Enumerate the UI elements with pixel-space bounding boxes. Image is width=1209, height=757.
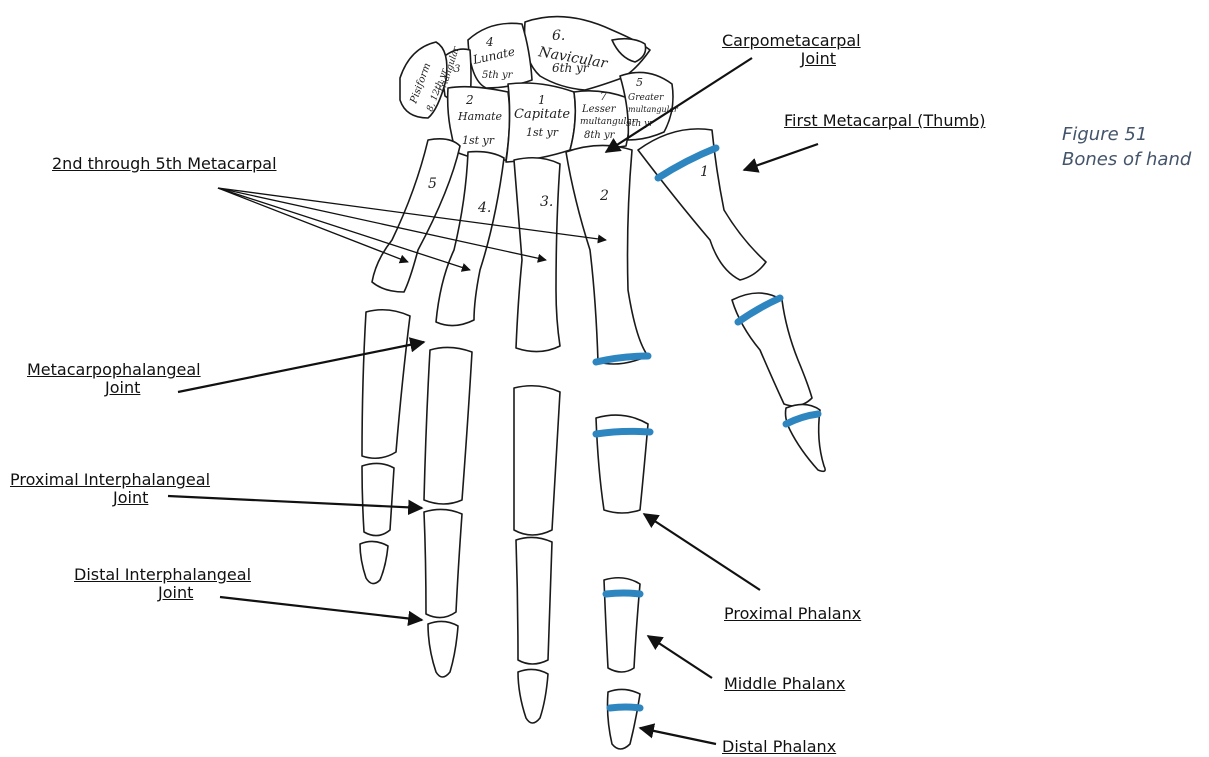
svg-text:6.: 6. xyxy=(552,28,565,44)
svg-text:1st yr: 1st yr xyxy=(526,126,559,139)
label-middle-phalanx: Middle Phalanx xyxy=(724,675,845,693)
distal-phalanx-2 xyxy=(608,689,641,749)
proximal-phalanx-4 xyxy=(424,347,472,504)
label-first-metacarpal: First Metacarpal (Thumb) xyxy=(784,112,985,130)
proximal-phalanx-3 xyxy=(514,386,560,535)
middle-phalanx-4 xyxy=(424,509,462,617)
svg-text:5: 5 xyxy=(428,176,437,192)
label-proximal-phalanx: Proximal Phalanx xyxy=(724,605,861,623)
growth-plate-2-middle xyxy=(606,593,640,594)
pointer-metacarpal-5 xyxy=(218,188,408,262)
svg-text:Lesser: Lesser xyxy=(581,104,617,115)
svg-text:Capitate: Capitate xyxy=(514,107,570,122)
label-dip-joint: Distal Interphalangeal Joint xyxy=(74,566,251,602)
svg-text:5th yr: 5th yr xyxy=(482,70,514,81)
svg-text:2: 2 xyxy=(465,93,474,107)
svg-text:5: 5 xyxy=(636,76,643,89)
distal-phalanx-5 xyxy=(360,541,388,583)
pointer-middle-phalanx xyxy=(648,636,712,678)
distal-phalanx-4 xyxy=(428,621,458,677)
label-distal-phalanx: Distal Phalanx xyxy=(722,738,836,756)
svg-text:7: 7 xyxy=(600,90,607,103)
label-carpometacarpal: Carpometacarpal Joint xyxy=(722,32,861,68)
label-pip-joint: Proximal Interphalangeal Joint xyxy=(10,471,210,507)
svg-text:3.: 3. xyxy=(540,194,553,210)
middle-phalanx-3 xyxy=(516,537,552,664)
svg-text:2: 2 xyxy=(599,188,609,204)
proximal-phalanx-5 xyxy=(362,310,410,459)
svg-text:Hamate: Hamate xyxy=(457,110,503,123)
caption-figure-number: Figure 51 xyxy=(1062,122,1191,147)
svg-text:1: 1 xyxy=(700,164,709,180)
figure-caption: Figure 51 Bones of hand xyxy=(1062,122,1191,172)
metacarpal-2 xyxy=(566,145,648,364)
svg-text:4: 4 xyxy=(485,35,494,49)
svg-text:1st yr: 1st yr xyxy=(462,134,495,147)
svg-text:8th yr: 8th yr xyxy=(584,130,616,141)
svg-text:Greater: Greater xyxy=(628,93,664,103)
svg-text:4.: 4. xyxy=(477,200,491,216)
svg-text:1: 1 xyxy=(538,93,546,107)
label-mcp-joint: Metacarpophalangeal Joint xyxy=(27,361,201,397)
growth-plate-2-distal xyxy=(610,707,640,708)
proximal-phalanx-thumb xyxy=(732,293,812,406)
growth-plate-2-proximal xyxy=(596,431,650,434)
middle-phalanx-5 xyxy=(362,463,394,535)
svg-text:6th yr: 6th yr xyxy=(552,61,590,75)
pointer-first-metacarpal xyxy=(744,144,818,170)
caption-title: Bones of hand xyxy=(1062,147,1191,172)
label-metacarpals-2-5: 2nd through 5th Metacarpal xyxy=(52,155,277,173)
distal-phalanx-3 xyxy=(518,669,548,723)
pointer-proximal-phalanx xyxy=(644,514,760,590)
pointer-distal-phalanx xyxy=(640,728,716,744)
